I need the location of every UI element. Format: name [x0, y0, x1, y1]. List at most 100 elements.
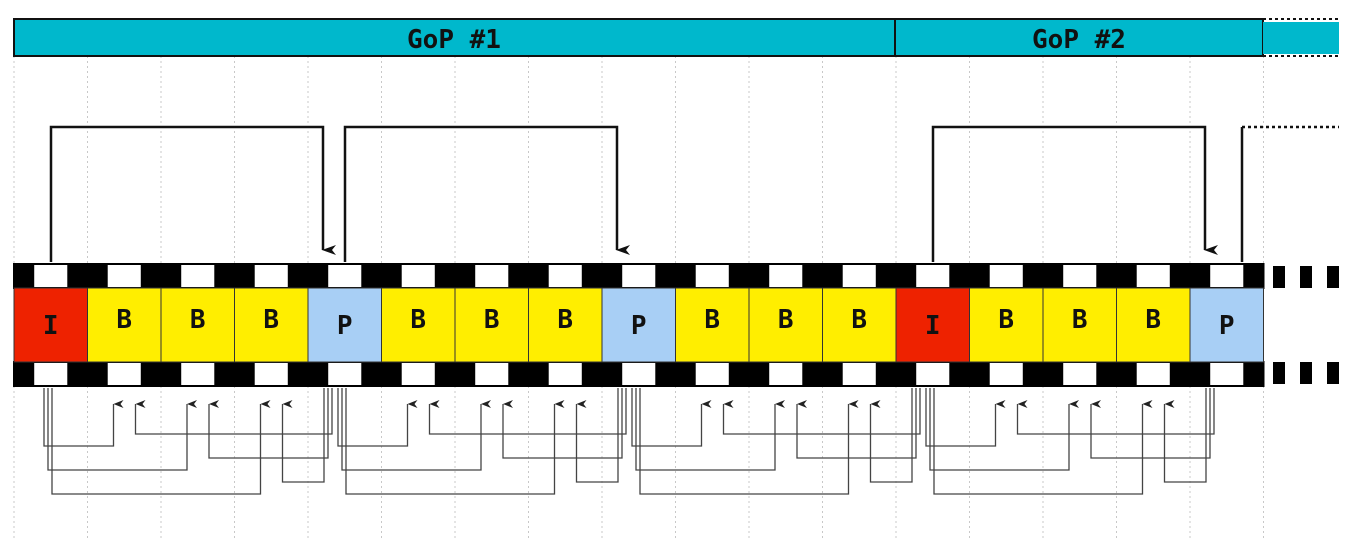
film-perforation [87, 362, 108, 386]
film-perforation [602, 362, 623, 386]
frame-label: B [484, 305, 500, 335]
frame-label: B [410, 305, 426, 335]
frame-i-1 [13, 287, 88, 363]
film-perforation [1022, 264, 1043, 288]
forward-b-reference-arrow [722, 388, 921, 435]
film-perforation [140, 362, 161, 386]
film-perforation [749, 362, 770, 386]
film-perforation [896, 264, 917, 288]
film-perforation [287, 264, 308, 288]
film-perforation [802, 264, 823, 288]
frame-b-3 [160, 287, 235, 363]
backward-reference-arrow [933, 388, 1153, 495]
film-perforation [969, 264, 990, 288]
frame-i-13 [895, 287, 970, 363]
forward-reference-arrows [49, 125, 1339, 262]
film-continuation-mark [1273, 362, 1285, 384]
forward-b-reference-arrow [1090, 388, 1211, 459]
gop-bar-continuation [1263, 22, 1339, 54]
film-perforation [381, 264, 402, 288]
film-perforation [1169, 264, 1190, 288]
film-perforation [455, 362, 476, 386]
forward-b-reference-arrow [796, 388, 917, 459]
film-perforation [1043, 264, 1064, 288]
frame-b-6 [381, 287, 456, 363]
film-perforation [675, 362, 696, 386]
backward-reference-arrow [341, 388, 491, 471]
film-perforation [675, 264, 696, 288]
frame-b-4 [234, 287, 309, 363]
frame-label: B [1145, 305, 1161, 335]
frame-b-2 [87, 287, 162, 363]
film-perforation [161, 264, 182, 288]
backward-reference-arrow [345, 388, 565, 495]
gop-bar-fill [13, 18, 1264, 57]
film-perforation [802, 362, 823, 386]
film-perforation [287, 362, 308, 386]
film-perforation [87, 264, 108, 288]
forward-b-reference-arrow [208, 388, 329, 459]
film-perforation [1116, 362, 1137, 386]
film-perforation [949, 362, 970, 386]
frame-b-10 [675, 287, 750, 363]
film-perforation [308, 362, 329, 386]
film-perforation [528, 362, 549, 386]
backward-reference-arrow [631, 388, 712, 447]
film-perforation [214, 362, 235, 386]
frame-b-7 [454, 287, 529, 363]
film-perforation [361, 362, 382, 386]
gop-2-label: GoP #2 [1032, 25, 1126, 55]
film-perforation [67, 264, 88, 288]
film-perforation [455, 264, 476, 288]
film-continuation-mark [1327, 362, 1339, 384]
bidirectional-reference-arrows [43, 388, 1215, 495]
film-perforation [1243, 362, 1264, 386]
backward-reference-arrow [925, 388, 1006, 447]
film-perforation [655, 264, 676, 288]
frame-label: P [337, 311, 353, 341]
backward-reference-arrow [51, 388, 271, 495]
film-perforation [1190, 362, 1211, 386]
backward-reference-arrow [43, 388, 124, 447]
film-perforation [822, 264, 843, 288]
film-top-band [13, 263, 1265, 289]
forward-b-reference-arrow [869, 388, 913, 483]
frame-label: B [778, 305, 794, 335]
forward-reference-arrow [49, 125, 336, 262]
backward-reference-arrow [639, 388, 859, 495]
frame-label: P [631, 311, 647, 341]
backward-reference-arrow [635, 388, 785, 471]
film-perforation [728, 362, 749, 386]
film-perforation [822, 362, 843, 386]
film-perforation [1116, 264, 1137, 288]
film-perforation [14, 362, 35, 386]
frame-label: B [557, 305, 573, 335]
forward-b-reference-arrow [281, 388, 325, 483]
frame-p-5 [307, 287, 382, 363]
film-perforation [728, 264, 749, 288]
film-perforation [581, 264, 602, 288]
film-perforation [949, 264, 970, 288]
frame-b-8 [528, 287, 603, 363]
frame-b-15 [1042, 287, 1117, 363]
film-perforation [234, 264, 255, 288]
frame-b-12 [822, 287, 897, 363]
film-perforation [214, 264, 235, 288]
frame-b-14 [969, 287, 1044, 363]
forward-b-reference-arrow [502, 388, 623, 459]
film-continuation-mark [1327, 266, 1339, 288]
film-perforation [1096, 264, 1117, 288]
film-perforation [1169, 362, 1190, 386]
frame-label: B [851, 305, 867, 335]
frame-label: B [190, 305, 206, 335]
frame-p-17 [1189, 287, 1264, 363]
forward-b-reference-arrow [1163, 388, 1207, 483]
forward-b-reference-arrow [1016, 388, 1215, 435]
frame-label: P [1219, 311, 1235, 341]
frame-label: I [925, 311, 941, 341]
film-perforation [161, 362, 182, 386]
forward-b-reference-arrow [134, 388, 333, 435]
forward-b-reference-arrow [428, 388, 627, 435]
film-perforation [1096, 362, 1117, 386]
